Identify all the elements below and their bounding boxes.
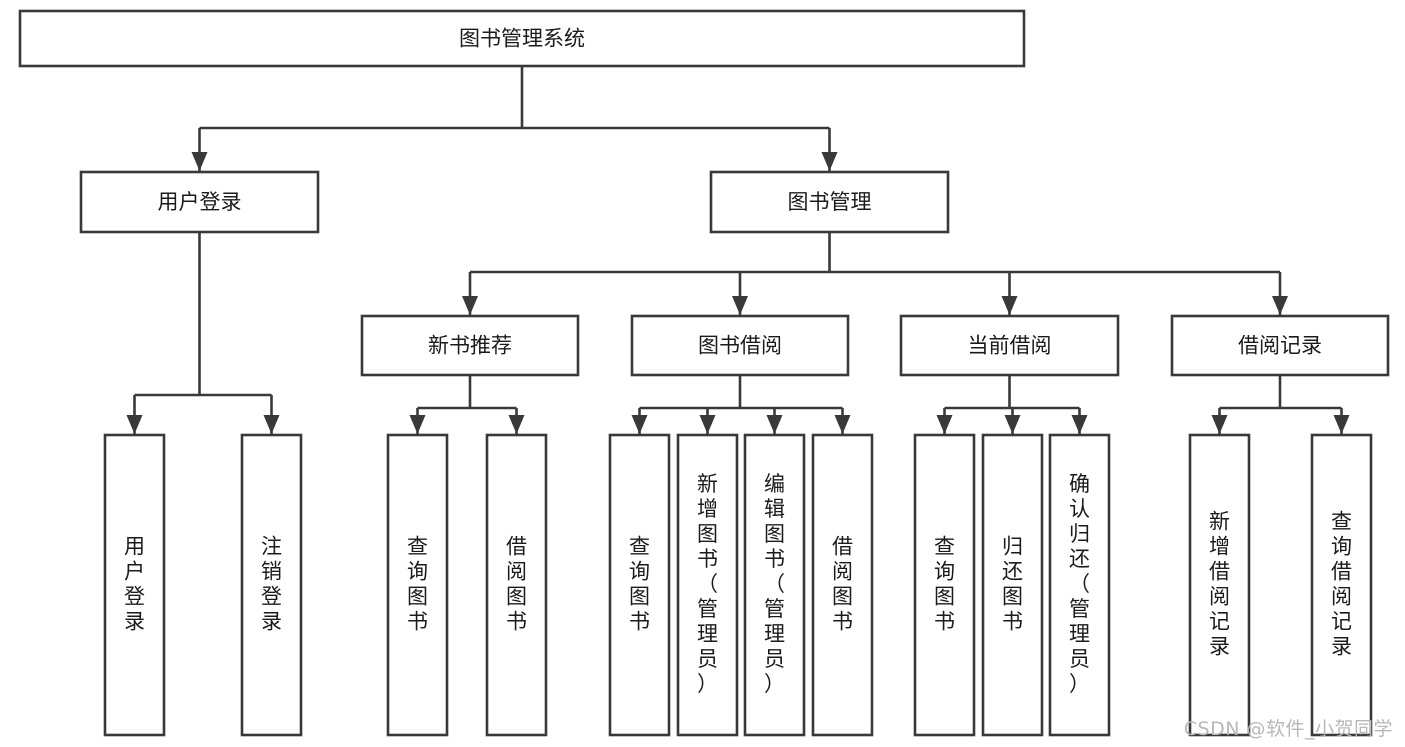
node-label: 当前借阅 bbox=[968, 334, 1052, 358]
node-box bbox=[1170, 314, 1390, 377]
node-level2-0[interactable]: 用户登录 bbox=[79, 170, 320, 234]
node-label: 归还图书 bbox=[1002, 535, 1023, 634]
arrow-head-icon bbox=[699, 415, 716, 434]
node-box bbox=[913, 433, 976, 737]
arrow-head-icon bbox=[766, 415, 783, 434]
node-label: 确认归还（管理员） bbox=[1069, 472, 1090, 696]
arrow-head-icon bbox=[126, 415, 143, 434]
node-label: 新增图书（管理员） bbox=[697, 472, 718, 696]
node-box bbox=[1048, 433, 1111, 737]
arrow-head-icon bbox=[1004, 415, 1021, 434]
node-label: 图书管理系统 bbox=[459, 27, 585, 51]
node-box bbox=[676, 433, 739, 737]
arrow-head-icon bbox=[191, 152, 208, 171]
node-label: 借阅图书 bbox=[832, 535, 853, 634]
node-level3-1[interactable]: 图书借阅 bbox=[630, 314, 850, 377]
node-box bbox=[485, 433, 548, 737]
node-label: 查询图书 bbox=[629, 535, 650, 634]
arrow-head-icon bbox=[834, 415, 851, 434]
arrow-head-icon bbox=[508, 415, 525, 434]
node-box bbox=[709, 170, 950, 234]
node-label: 用户登录 bbox=[158, 190, 242, 214]
node-box bbox=[103, 433, 166, 737]
arrow-head-icon bbox=[821, 152, 838, 171]
arrow-head-icon bbox=[732, 296, 748, 315]
node-leaf-2[interactable]: 查询图书 bbox=[386, 433, 449, 737]
node-label: 借阅图书 bbox=[506, 535, 527, 634]
node-box bbox=[1310, 433, 1373, 737]
arrow-head-icon bbox=[936, 415, 953, 434]
node-label: 用户登录 bbox=[124, 535, 145, 634]
arrow-head-icon bbox=[1333, 415, 1350, 434]
node-label: 图书借阅 bbox=[698, 334, 782, 358]
node-leaf-9[interactable]: 归还图书 bbox=[981, 433, 1044, 737]
node-box bbox=[743, 433, 806, 737]
node-level3-0[interactable]: 新书推荐 bbox=[360, 314, 580, 377]
node-leaf-5[interactable]: 新增图书（管理员） bbox=[676, 433, 739, 737]
node-label: 查询借阅记录 bbox=[1331, 510, 1352, 659]
node-leaf-7[interactable]: 借阅图书 bbox=[811, 433, 874, 737]
arrow-head-icon bbox=[462, 296, 478, 315]
node-label: 图书管理 bbox=[788, 190, 872, 214]
node-box bbox=[79, 170, 320, 234]
node-box bbox=[899, 314, 1120, 377]
node-label: 查询图书 bbox=[407, 535, 428, 634]
node-leaf-12[interactable]: 查询借阅记录 bbox=[1310, 433, 1373, 737]
node-level3-2[interactable]: 当前借阅 bbox=[899, 314, 1120, 377]
node-label: 新增借阅记录 bbox=[1209, 510, 1230, 659]
arrow-head-icon bbox=[1272, 296, 1288, 315]
node-box bbox=[360, 314, 580, 377]
node-leaf-4[interactable]: 查询图书 bbox=[608, 433, 671, 737]
node-label: 注销登录 bbox=[261, 535, 282, 634]
node-label: 新书推荐 bbox=[428, 334, 512, 358]
node-box bbox=[608, 433, 671, 737]
node-level2-1[interactable]: 图书管理 bbox=[709, 170, 950, 234]
arrow-head-icon bbox=[1071, 415, 1088, 434]
node-leaf-10[interactable]: 确认归还（管理员） bbox=[1048, 433, 1111, 737]
node-root-0[interactable]: 图书管理系统 bbox=[18, 9, 1026, 68]
node-leaf-0[interactable]: 用户登录 bbox=[103, 433, 166, 737]
node-level3-3[interactable]: 借阅记录 bbox=[1170, 314, 1390, 377]
node-label: 查询图书 bbox=[934, 535, 955, 634]
node-leaf-3[interactable]: 借阅图书 bbox=[485, 433, 548, 737]
arrow-head-icon bbox=[1001, 296, 1018, 315]
node-leaf-1[interactable]: 注销登录 bbox=[240, 433, 303, 737]
arrow-head-icon bbox=[263, 415, 280, 434]
node-box bbox=[811, 433, 874, 737]
node-box bbox=[1188, 433, 1251, 737]
node-label: 编辑图书（管理员） bbox=[764, 472, 785, 696]
node-box bbox=[240, 433, 303, 737]
node-leaf-8[interactable]: 查询图书 bbox=[913, 433, 976, 737]
watermark-text: CSDN @软件_小贺同学 bbox=[1183, 718, 1393, 740]
node-leaf-6[interactable]: 编辑图书（管理员） bbox=[743, 433, 806, 737]
node-box bbox=[981, 433, 1044, 737]
node-layer: 图书管理系统用户登录图书管理新书推荐图书借阅当前借阅借阅记录用户登录注销登录查询… bbox=[18, 9, 1390, 737]
node-box bbox=[18, 9, 1026, 68]
node-box bbox=[630, 314, 850, 377]
connector-layer bbox=[126, 66, 1350, 434]
node-label: 借阅记录 bbox=[1238, 334, 1322, 358]
arrow-head-icon bbox=[631, 415, 648, 434]
node-box bbox=[386, 433, 449, 737]
arrow-head-icon bbox=[409, 415, 426, 434]
arrow-head-icon bbox=[1211, 415, 1228, 434]
node-leaf-11[interactable]: 新增借阅记录 bbox=[1188, 433, 1251, 737]
